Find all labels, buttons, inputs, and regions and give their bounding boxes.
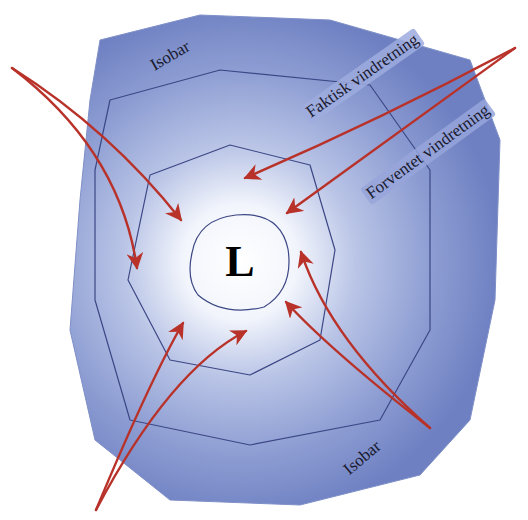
- wind-arrow: [301, 252, 430, 428]
- wind-arrow: [96, 323, 183, 510]
- wind-arrow: [12, 68, 137, 268]
- pressure-symbol: L: [225, 240, 254, 284]
- wind-arrow: [286, 302, 430, 428]
- wind-arrow: [12, 68, 181, 220]
- wind-arrow: [287, 48, 515, 213]
- isobar-line: [95, 70, 430, 445]
- low-center-isobar: L: [184, 209, 296, 315]
- wind-arrow: [96, 331, 246, 510]
- isobar-line: [190, 215, 289, 311]
